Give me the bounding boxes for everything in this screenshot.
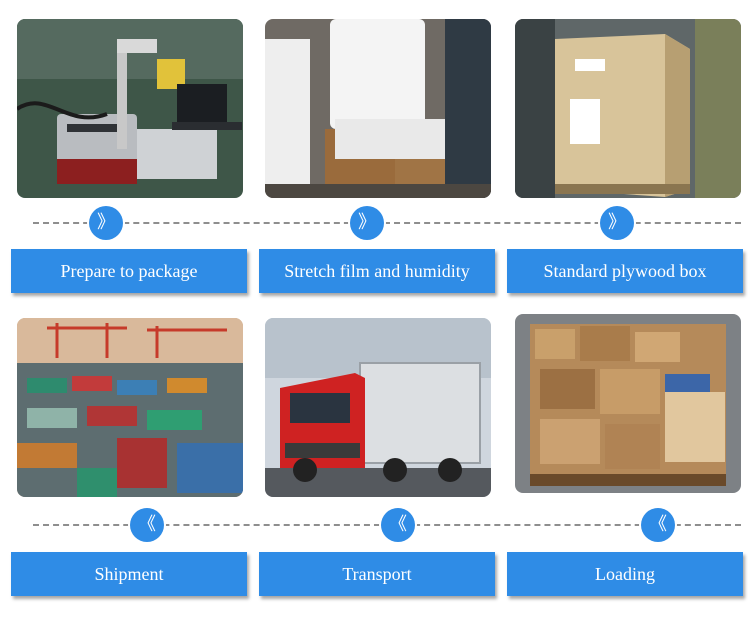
photo-transport — [265, 318, 491, 497]
photo-standard-plywood-box — [515, 19, 741, 198]
step-label-loading: Loading — [507, 552, 743, 596]
step-label-transport: Transport — [259, 552, 495, 596]
chevron-right-icon: 》 — [89, 206, 123, 240]
photo-loading — [515, 314, 741, 493]
divider-row-1 — [33, 222, 741, 224]
chevron-right-icon: 》 — [350, 206, 384, 240]
step-label-standard-plywood-box: Standard plywood box — [507, 249, 743, 293]
chevron-left-icon: 《 — [130, 508, 164, 542]
photo-shipment — [17, 318, 243, 497]
chevron-right-icon: 》 — [600, 206, 634, 240]
photo-prepare-to-package — [17, 19, 243, 198]
step-label-stretch-film-and-humidity: Stretch film and humidity — [259, 249, 495, 293]
step-label-prepare-to-package: Prepare to package — [11, 249, 247, 293]
photo-stretch-film-and-humidity — [265, 19, 491, 198]
chevron-left-icon: 《 — [641, 508, 675, 542]
step-label-shipment: Shipment — [11, 552, 247, 596]
chevron-left-icon: 《 — [381, 508, 415, 542]
